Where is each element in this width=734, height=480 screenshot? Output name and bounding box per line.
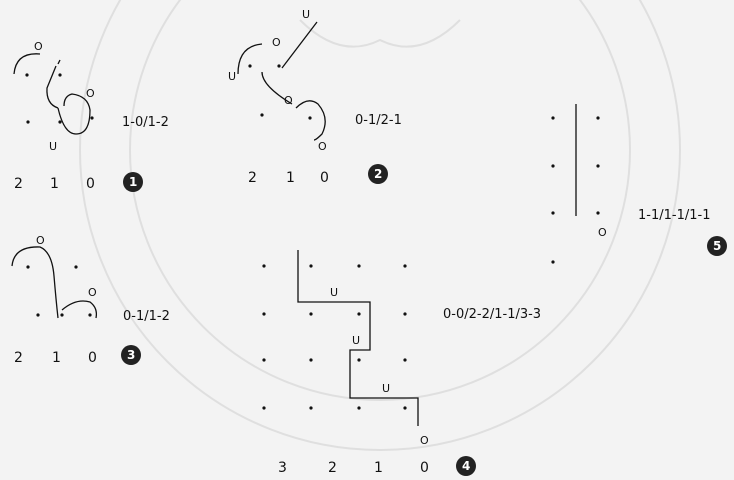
diagram-number: 4: [462, 459, 470, 473]
under-mark: U: [352, 334, 360, 347]
diagram-3: O O 0-1/1-2 2 1 0 3: [12, 234, 170, 366]
axis-label: 0: [420, 460, 429, 476]
over-mark: O: [88, 286, 97, 299]
diagram-number: 2: [374, 167, 382, 181]
axis-label: 2: [14, 350, 23, 366]
diagram-number: 5: [713, 239, 721, 253]
diagram-number: 1: [129, 175, 137, 189]
axis-label: 1: [286, 170, 295, 186]
over-mark: O: [272, 36, 281, 49]
over-mark: O: [598, 226, 607, 239]
diagram-number: 3: [127, 348, 135, 362]
notation-3: 0-1/1-2: [123, 309, 170, 324]
over-mark: O: [420, 434, 429, 447]
over-mark: O: [284, 94, 293, 107]
under-mark: U: [228, 70, 236, 83]
watermark-seal: [80, 0, 680, 450]
diagram-4: U U U O 0-0/2-2/1-1/3-3 3 2 1 0 4: [262, 250, 541, 476]
over-mark: O: [36, 234, 45, 247]
axis-label: 2: [328, 460, 337, 476]
over-mark: O: [318, 140, 327, 153]
axis-label: 2: [248, 170, 257, 186]
axis-label: 0: [88, 350, 97, 366]
diagram-2: U O U O O 0-1/2-1 2 1 0 2: [228, 8, 402, 186]
notation-1: 1-0/1-2: [122, 115, 169, 130]
axis-label: 1: [374, 460, 383, 476]
notation-2: 0-1/2-1: [355, 113, 402, 128]
under-mark: U: [49, 140, 57, 153]
axis-label: 1: [50, 176, 59, 192]
axis-label: 2: [14, 176, 23, 192]
over-mark: O: [86, 87, 95, 100]
under-mark: U: [330, 286, 338, 299]
axis-label: 1: [52, 350, 61, 366]
axis-label: 0: [86, 176, 95, 192]
diagram-5: O 1-1/1-1/1-1 5: [551, 104, 727, 264]
under-mark: U: [382, 382, 390, 395]
over-mark: O: [34, 40, 43, 53]
under-mark: U: [302, 8, 310, 21]
axis-label: 0: [320, 170, 329, 186]
notation-4: 0-0/2-2/1-1/3-3: [443, 307, 541, 322]
axis-label: 3: [278, 460, 287, 476]
notation-5: 1-1/1-1/1-1: [638, 208, 710, 223]
